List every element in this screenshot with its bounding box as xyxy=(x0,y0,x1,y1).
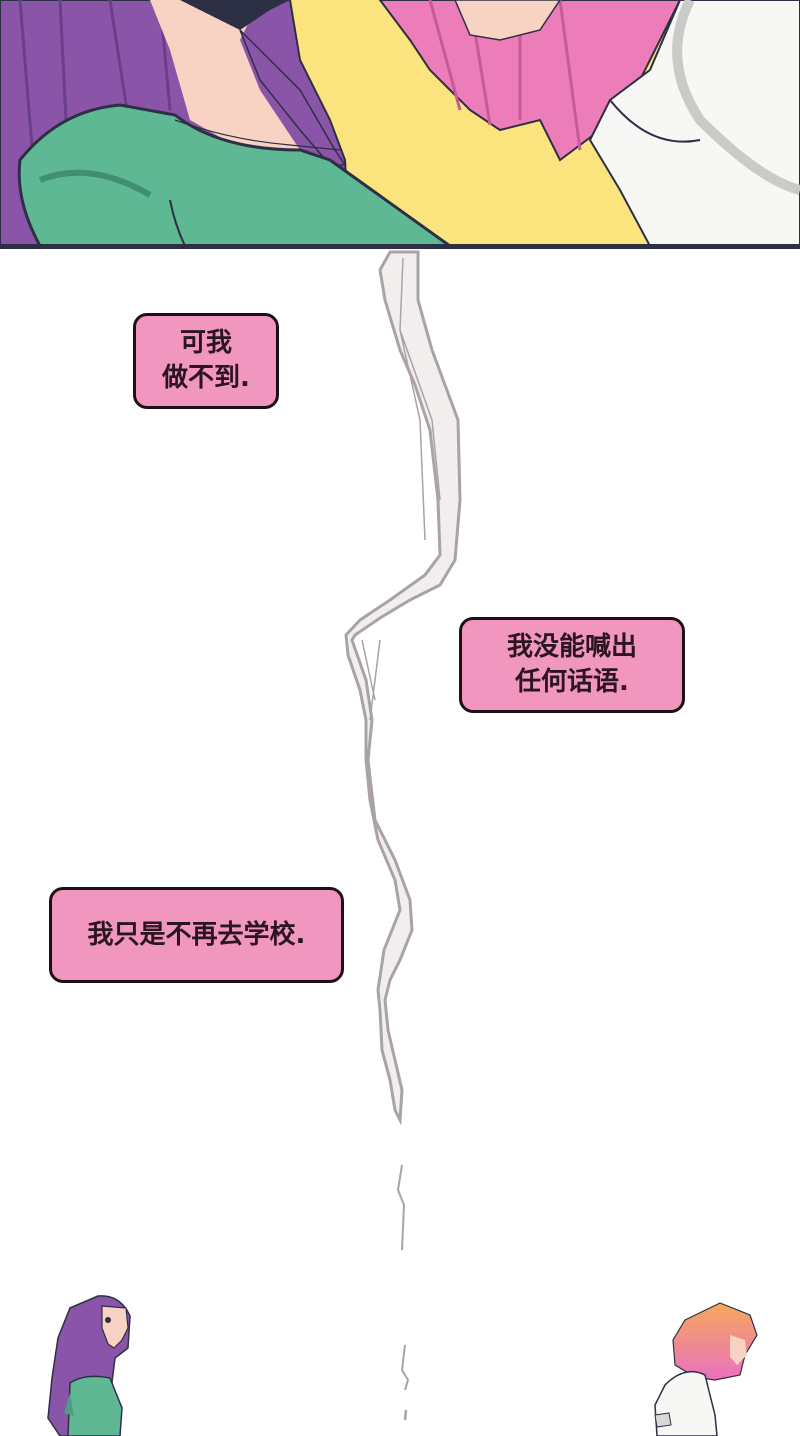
speech-box-3: 我只是不再去学校. xyxy=(49,887,344,983)
speech-box-1: 可我 做不到. xyxy=(133,313,279,409)
speech-box-3-text: 我只是不再去学校. xyxy=(87,919,306,950)
speech-box-2: 我没能喊出 任何话语. xyxy=(459,617,685,713)
top-comic-panel xyxy=(0,0,800,246)
top-panel-illustration xyxy=(0,0,800,246)
speech-box-2-text: 我没能喊出 任何话语. xyxy=(506,632,637,697)
speech-box-1-text: 可我 做不到. xyxy=(162,328,250,393)
purple-hair-girl-figure xyxy=(47,1295,131,1436)
panel-border xyxy=(0,244,800,249)
ribbon-divider-line xyxy=(344,250,462,1421)
pink-hair-girl-figure xyxy=(654,1302,758,1436)
